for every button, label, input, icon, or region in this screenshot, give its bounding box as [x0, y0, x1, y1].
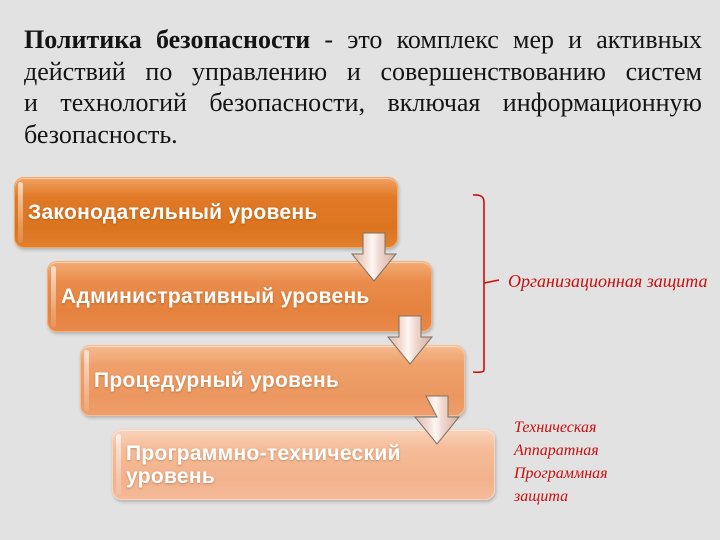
down-arrow-icon [414, 395, 460, 445]
level-label: Законодательный уровень [28, 201, 318, 224]
title-line-2: действий по управлению и совершенствован… [24, 56, 702, 86]
right-brace [472, 194, 500, 374]
down-arrow-icon [351, 232, 397, 282]
down-arrow-icon [387, 315, 433, 365]
gloss-highlight [18, 182, 23, 243]
title-line-3: и технологий безопасности, включая инфор… [24, 88, 702, 117]
title-line-4: безопасность. [24, 119, 178, 149]
tech-protection-label: Техническая Аппаратная Программная защит… [514, 416, 608, 508]
level-label: Процедурный уровень [94, 369, 340, 392]
level-box-software-technical: Программно-технический уровень [112, 429, 495, 500]
title-line-1: Политика безопасности - это комплекс мер… [24, 24, 702, 56]
level-label: Административный уровень [61, 285, 370, 308]
level-box-legislative: Законодательный уровень [14, 177, 398, 248]
tech-protection-line: защита [514, 488, 569, 505]
level-box-procedural: Процедурный уровень [80, 345, 465, 416]
organizational-protection-label: Организационная защита [508, 271, 708, 291]
title-line-1-rest: - это комплекс мер и активных [310, 25, 702, 54]
tech-protection-line: Аппаратная [514, 442, 599, 459]
slide-title: Политика безопасности - это комплекс мер… [24, 24, 702, 150]
gloss-highlight [84, 350, 89, 411]
tech-protection-line: Программная [514, 465, 608, 482]
tech-protection-line: Техническая [514, 419, 597, 436]
gloss-highlight [116, 434, 121, 495]
gloss-highlight [51, 266, 56, 327]
level-label: Программно-технический уровень [126, 441, 401, 488]
title-term-bold: Политика безопасности [24, 25, 311, 54]
